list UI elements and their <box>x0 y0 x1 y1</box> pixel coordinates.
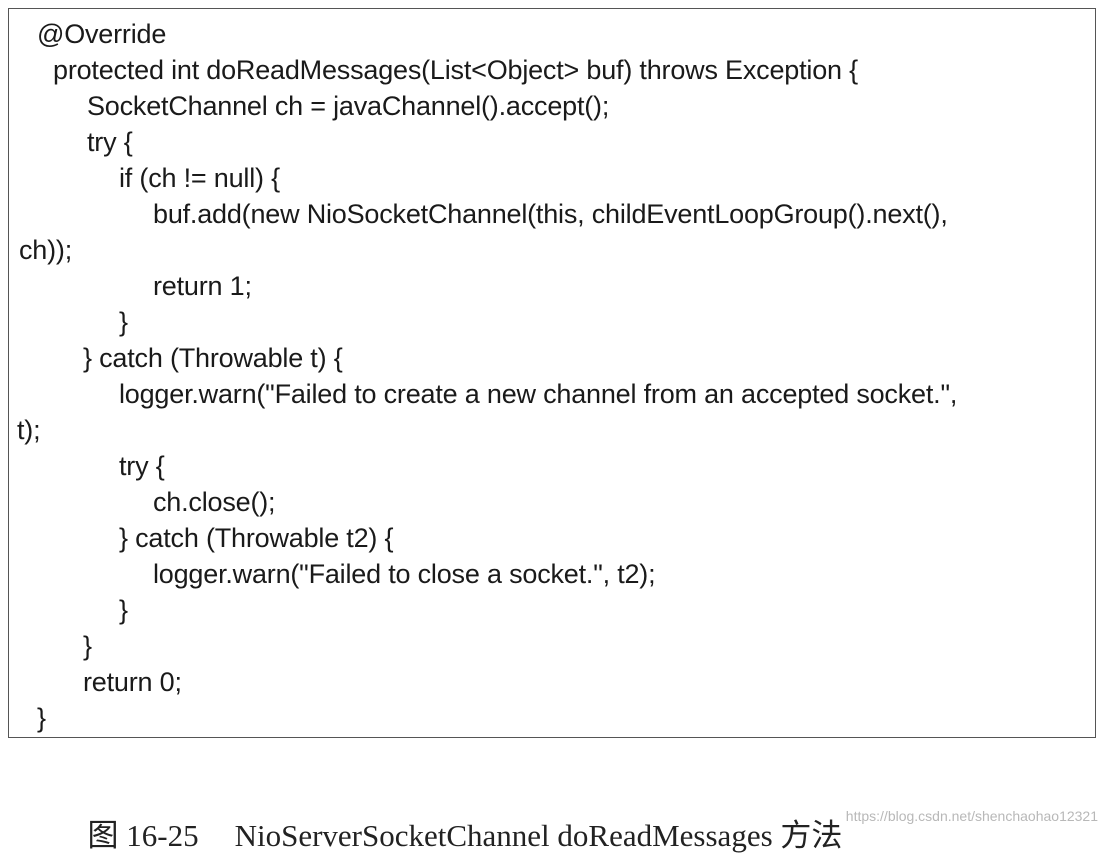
code-line-11: logger.warn("Failed to create a new chan… <box>119 379 958 409</box>
figure-title: NioServerSocketChannel doReadMessages 方法 <box>234 818 843 853</box>
code-line-5: if (ch != null) { <box>119 163 280 193</box>
code-line-14: ch.close(); <box>153 487 276 517</box>
code-listing-box: @Override protected int doReadMessages(L… <box>8 8 1096 738</box>
code-line-12: t); <box>17 415 41 445</box>
watermark-url: https://blog.csdn.net/shenchaohao12321 <box>845 808 1098 824</box>
figure-number: 图 16-25 <box>87 818 199 853</box>
code-line-9: } <box>119 307 128 337</box>
code-line-1: @Override <box>37 19 167 49</box>
figure-caption: 图 16-25 NioServerSocketChannel doReadMess… <box>72 776 843 856</box>
code-line-18: } <box>83 631 92 661</box>
code-line-3: SocketChannel ch = javaChannel().accept(… <box>87 91 610 121</box>
code-line-6: buf.add(new NioSocketChannel(this, child… <box>153 199 948 229</box>
code-line-10: } catch (Throwable t) { <box>83 343 343 373</box>
code-line-17: } <box>119 595 128 625</box>
code-line-8: return 1; <box>153 271 252 301</box>
code-line-4: try { <box>87 127 133 157</box>
code-line-7: ch)); <box>19 235 73 265</box>
code-line-13: try { <box>119 451 165 481</box>
code-line-19: return 0; <box>83 667 182 697</box>
code-line-15: } catch (Throwable t2) { <box>119 523 394 553</box>
code-line-2: protected int doReadMessages(List<Object… <box>53 55 858 85</box>
code-line-20: } <box>37 703 46 733</box>
code-line-16: logger.warn("Failed to close a socket.",… <box>153 559 656 589</box>
